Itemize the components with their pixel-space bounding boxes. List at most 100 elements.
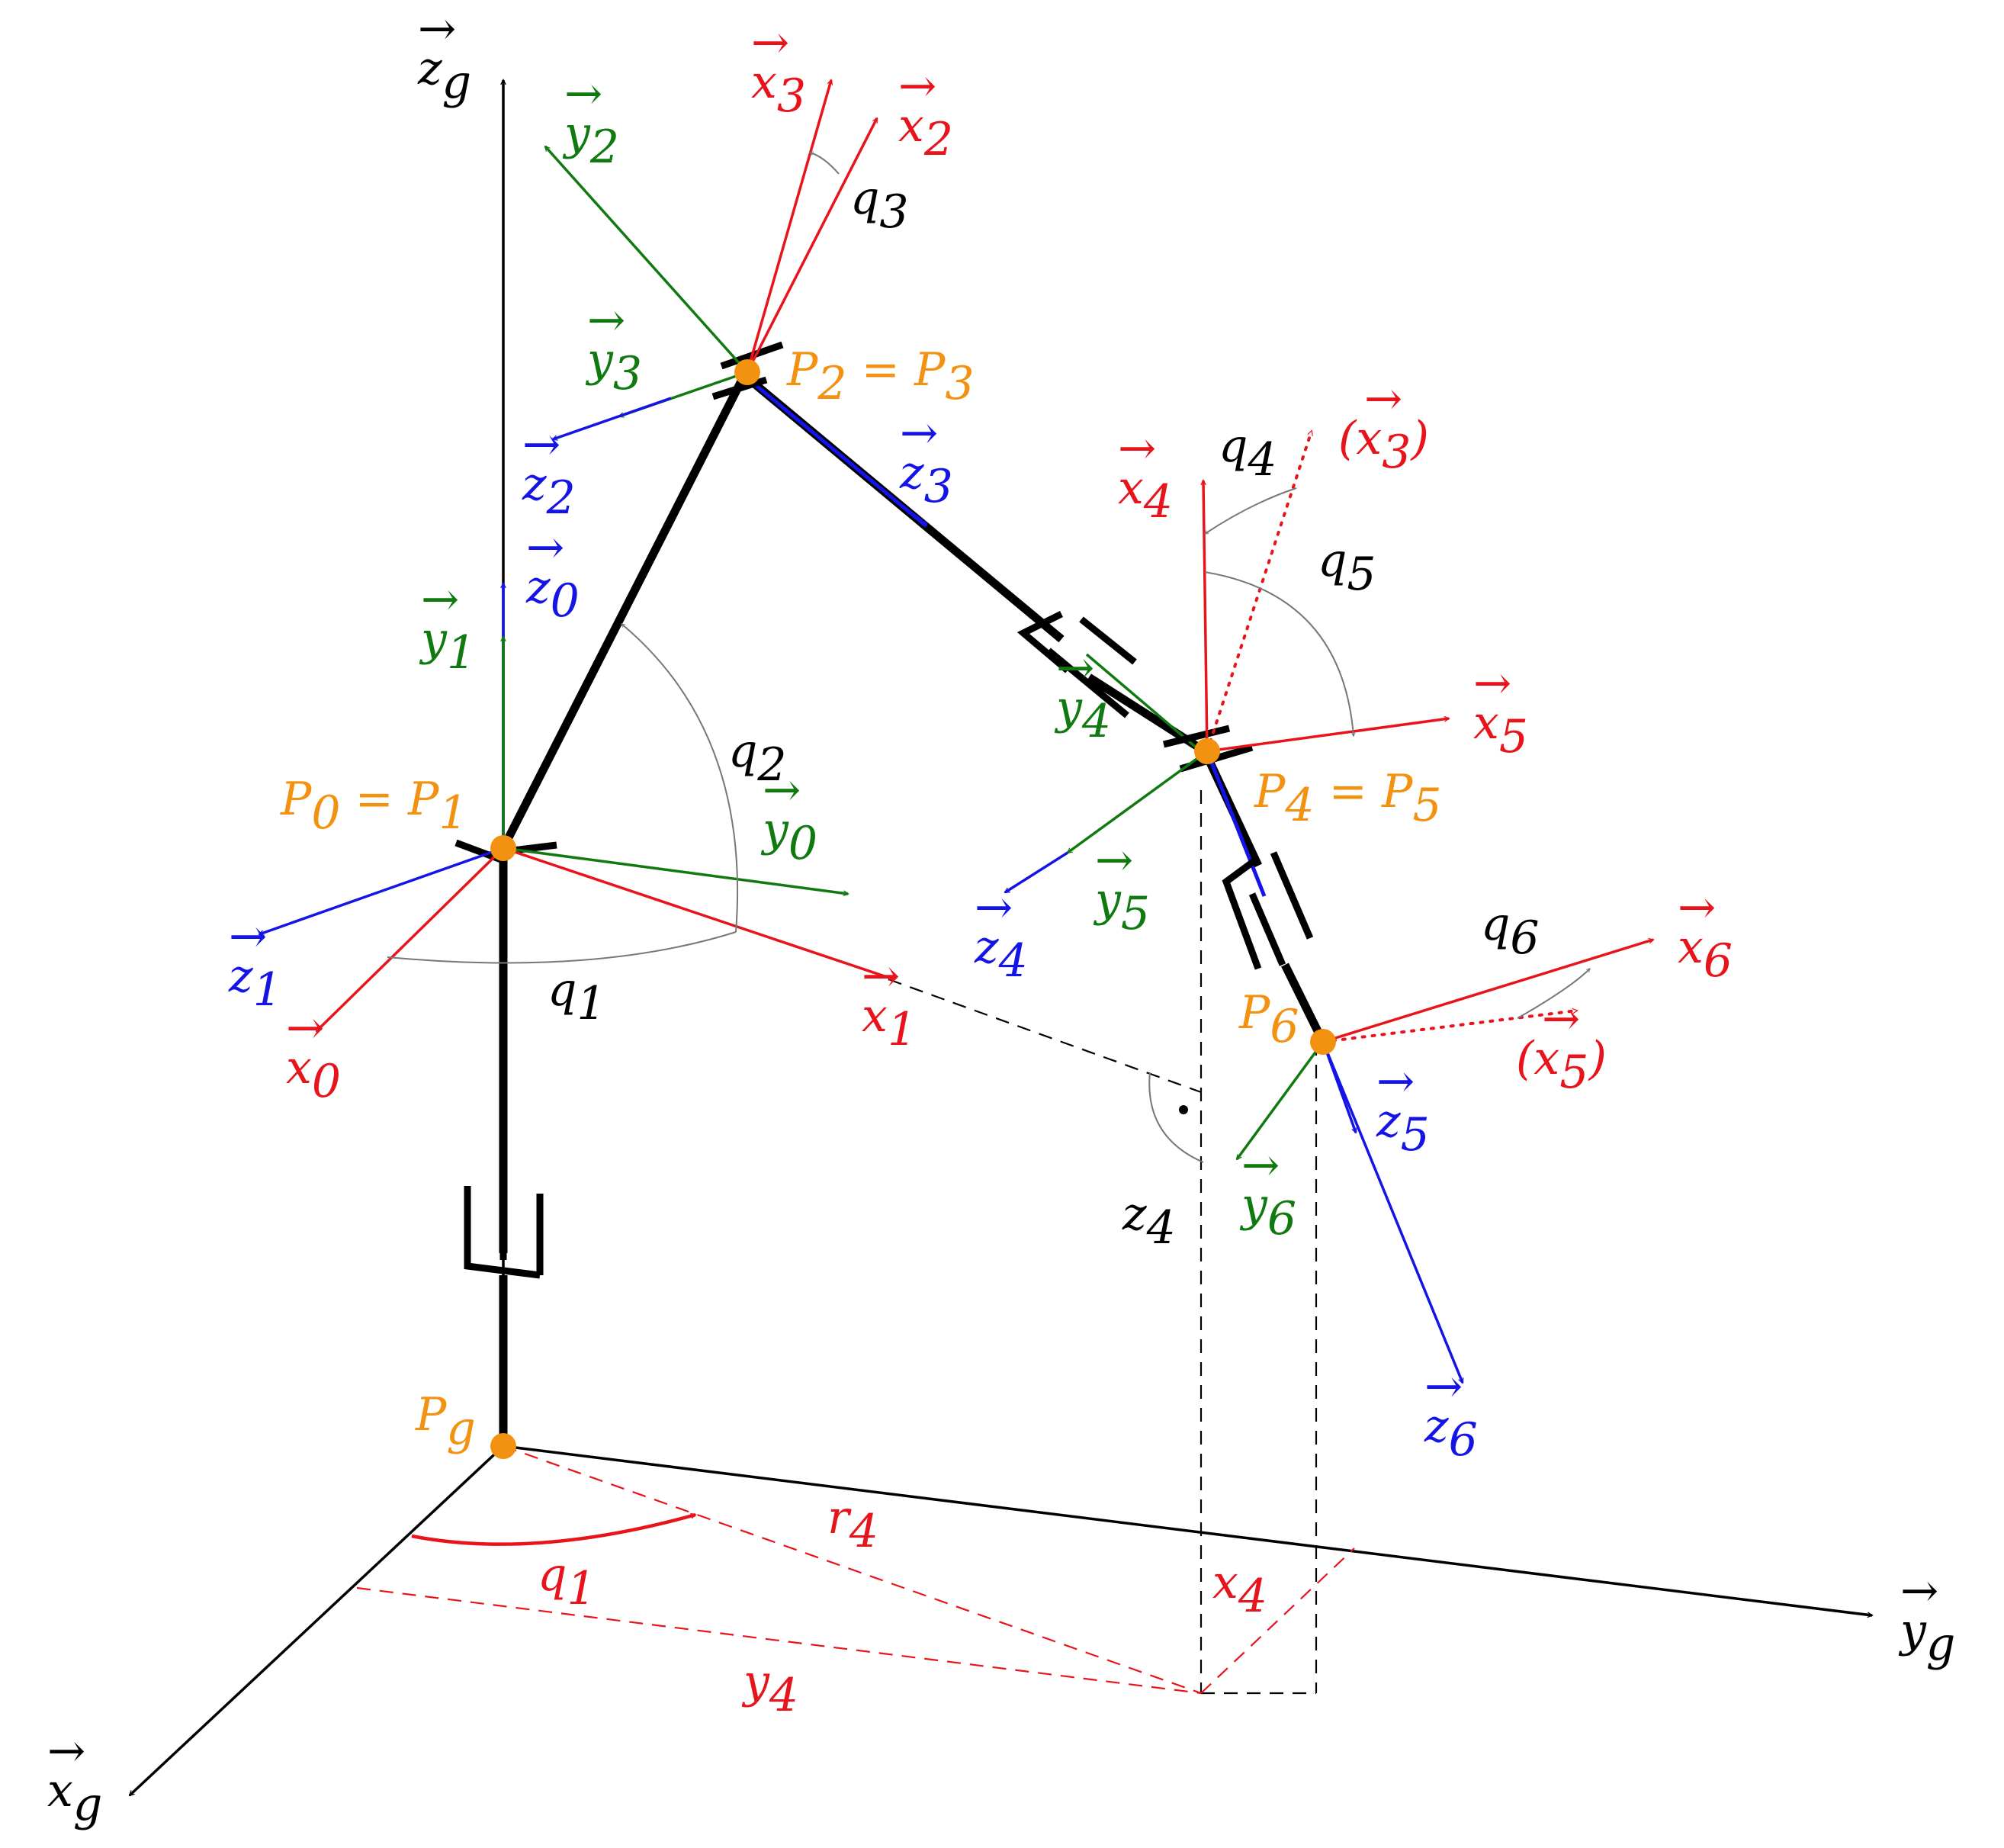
label-x5: →x5 bbox=[1473, 657, 1528, 763]
svg-text:→: → bbox=[526, 521, 564, 574]
svg-text:x5: x5 bbox=[1473, 696, 1528, 763]
frame-2-3-axes bbox=[545, 80, 927, 526]
base-prismatic-joint bbox=[464, 1186, 544, 1279]
z1-axis bbox=[259, 847, 504, 934]
x0-axis bbox=[316, 847, 505, 1031]
svg-text:→: → bbox=[587, 294, 625, 347]
label-x2: →x2 bbox=[898, 59, 953, 166]
right-angle-arc bbox=[1148, 1072, 1204, 1163]
svg-text:→: → bbox=[1241, 1139, 1280, 1192]
svg-text:→: → bbox=[1473, 657, 1511, 710]
svg-text:→: → bbox=[1056, 641, 1094, 695]
x1-axis bbox=[503, 847, 894, 979]
point-pg bbox=[490, 1433, 516, 1459]
svg-text:y1: y1 bbox=[419, 612, 476, 680]
label-y4-coord: y4 bbox=[741, 1655, 798, 1722]
label-base: yg bbox=[1898, 1604, 1955, 1671]
svg-text:→: → bbox=[1095, 834, 1133, 887]
x2-axis bbox=[746, 118, 878, 373]
label-x0: →x0 bbox=[286, 1001, 341, 1108]
r4-projection bbox=[503, 1445, 1202, 1695]
label-x4: →x4 bbox=[1118, 422, 1173, 529]
svg-text:→: → bbox=[1376, 1055, 1415, 1108]
label-x3: →x3 bbox=[751, 16, 806, 123]
q1-arc bbox=[387, 931, 737, 964]
y5-axis bbox=[1068, 750, 1209, 854]
svg-text:→: → bbox=[229, 910, 267, 963]
svg-text:→: → bbox=[862, 950, 900, 1003]
svg-text:→: → bbox=[900, 407, 938, 460]
label-z5: →z5 bbox=[1376, 1055, 1430, 1162]
label-base: xg bbox=[47, 1764, 102, 1831]
q3-arc bbox=[810, 153, 840, 175]
label-z4-coord: z4 bbox=[1122, 1188, 1176, 1255]
vector-arrow: → bbox=[1900, 1564, 1938, 1618]
x5-axis bbox=[1206, 718, 1449, 753]
point-p0-p1 bbox=[490, 835, 516, 861]
svg-text:→: → bbox=[1424, 1360, 1463, 1413]
svg-text:→: → bbox=[1118, 422, 1156, 475]
svg-text:→: → bbox=[564, 67, 602, 121]
svg-text:→: → bbox=[522, 418, 560, 471]
svg-text:y5: y5 bbox=[1093, 873, 1150, 940]
svg-text:x0: x0 bbox=[286, 1041, 341, 1108]
vector-arrow: → bbox=[418, 2, 456, 56]
label-r4: r4 bbox=[827, 1491, 878, 1558]
y6-axis bbox=[1235, 1040, 1325, 1159]
svg-text:→: → bbox=[975, 881, 1013, 934]
point-p2-p3 bbox=[734, 359, 760, 385]
svg-text:z6: z6 bbox=[1424, 1400, 1478, 1467]
frame-4-5-axes bbox=[1005, 429, 1449, 894]
svg-text:→: → bbox=[898, 59, 936, 113]
svg-text:y2: y2 bbox=[562, 107, 619, 174]
global-y-axis bbox=[503, 1445, 1872, 1615]
link-4-blue-overlay bbox=[1206, 754, 1267, 897]
label-q1: q1 bbox=[548, 963, 606, 1030]
vector-arrow: → bbox=[47, 1724, 85, 1778]
global-y-label: → yg bbox=[1898, 1564, 1955, 1671]
svg-text:z4: z4 bbox=[974, 921, 1028, 988]
svg-text:(x5): (x5) bbox=[1516, 1032, 1607, 1099]
q1-ground-arc bbox=[411, 1515, 695, 1546]
label-q5: q5 bbox=[1318, 534, 1376, 601]
label-z6: →z6 bbox=[1424, 1360, 1478, 1467]
svg-text:→: → bbox=[763, 763, 801, 817]
label-z0: →z0 bbox=[525, 521, 580, 628]
projection-lines bbox=[356, 790, 1355, 1695]
label-y2: →y2 bbox=[562, 67, 619, 174]
label-p6: P6 bbox=[1238, 986, 1299, 1053]
q5-arc bbox=[1204, 571, 1354, 736]
label-p2-p3: P2 = P3 bbox=[786, 343, 975, 410]
link-2-z3-overlay bbox=[750, 380, 928, 528]
y2-axis bbox=[545, 146, 749, 374]
label-x6: →x6 bbox=[1678, 881, 1733, 988]
svg-text:z0: z0 bbox=[525, 561, 580, 628]
q2-arc bbox=[621, 624, 739, 933]
svg-text:→: → bbox=[421, 573, 459, 626]
x6-axis bbox=[1322, 940, 1653, 1043]
label-q6: q6 bbox=[1481, 898, 1540, 965]
x3-reference-dotted bbox=[1206, 429, 1313, 753]
x4-axis bbox=[1203, 480, 1209, 752]
label-x1: →x1 bbox=[862, 950, 917, 1056]
label-q1-ground: q1 bbox=[538, 1548, 596, 1615]
points bbox=[490, 359, 1336, 1459]
label-x5-paren: →(x5) bbox=[1516, 992, 1607, 1099]
svg-text:x2: x2 bbox=[898, 99, 953, 166]
label-base: zg bbox=[417, 42, 471, 109]
svg-text:y0: y0 bbox=[760, 803, 817, 870]
z2-axis bbox=[553, 397, 672, 439]
frame-6-axes bbox=[1235, 940, 1653, 1383]
svg-text:z5: z5 bbox=[1376, 1094, 1430, 1162]
label-z1: →z1 bbox=[228, 910, 282, 1017]
svg-text:→: → bbox=[1364, 372, 1402, 426]
label-y5: →y5 bbox=[1093, 834, 1150, 940]
y0-axis bbox=[503, 847, 848, 894]
label-x4-coord: x4 bbox=[1212, 1556, 1267, 1623]
joint-bar-p45-a bbox=[1162, 725, 1231, 748]
svg-text:z1: z1 bbox=[228, 950, 282, 1017]
svg-text:→: → bbox=[286, 1001, 324, 1055]
z6-axis bbox=[1322, 1041, 1464, 1383]
point-p4-p5 bbox=[1194, 738, 1220, 764]
label-z2: →z2 bbox=[522, 418, 576, 525]
